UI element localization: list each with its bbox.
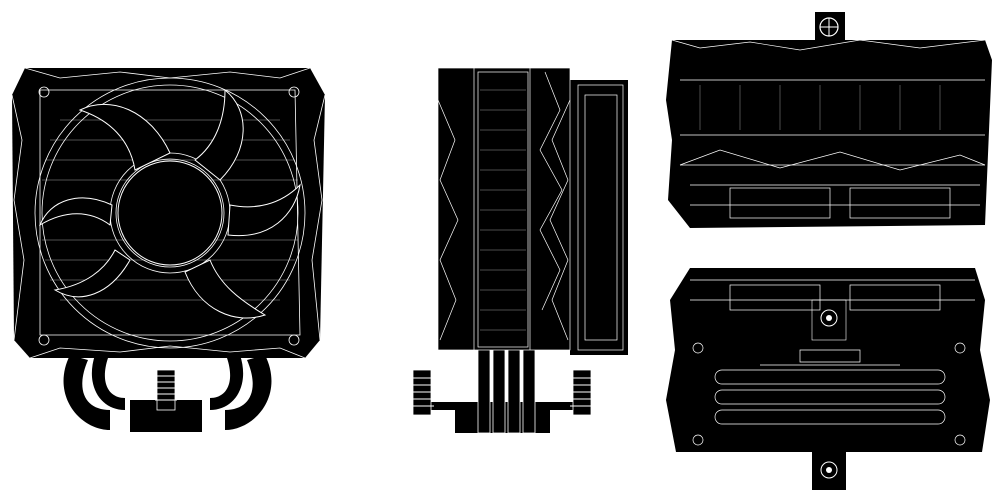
top-view-drawing [666,12,992,228]
bottom-view-drawing [666,268,990,490]
side-view-drawing [412,67,628,434]
cpu-cooler-technical-drawing [11,12,992,490]
front-view-drawing [11,67,326,432]
